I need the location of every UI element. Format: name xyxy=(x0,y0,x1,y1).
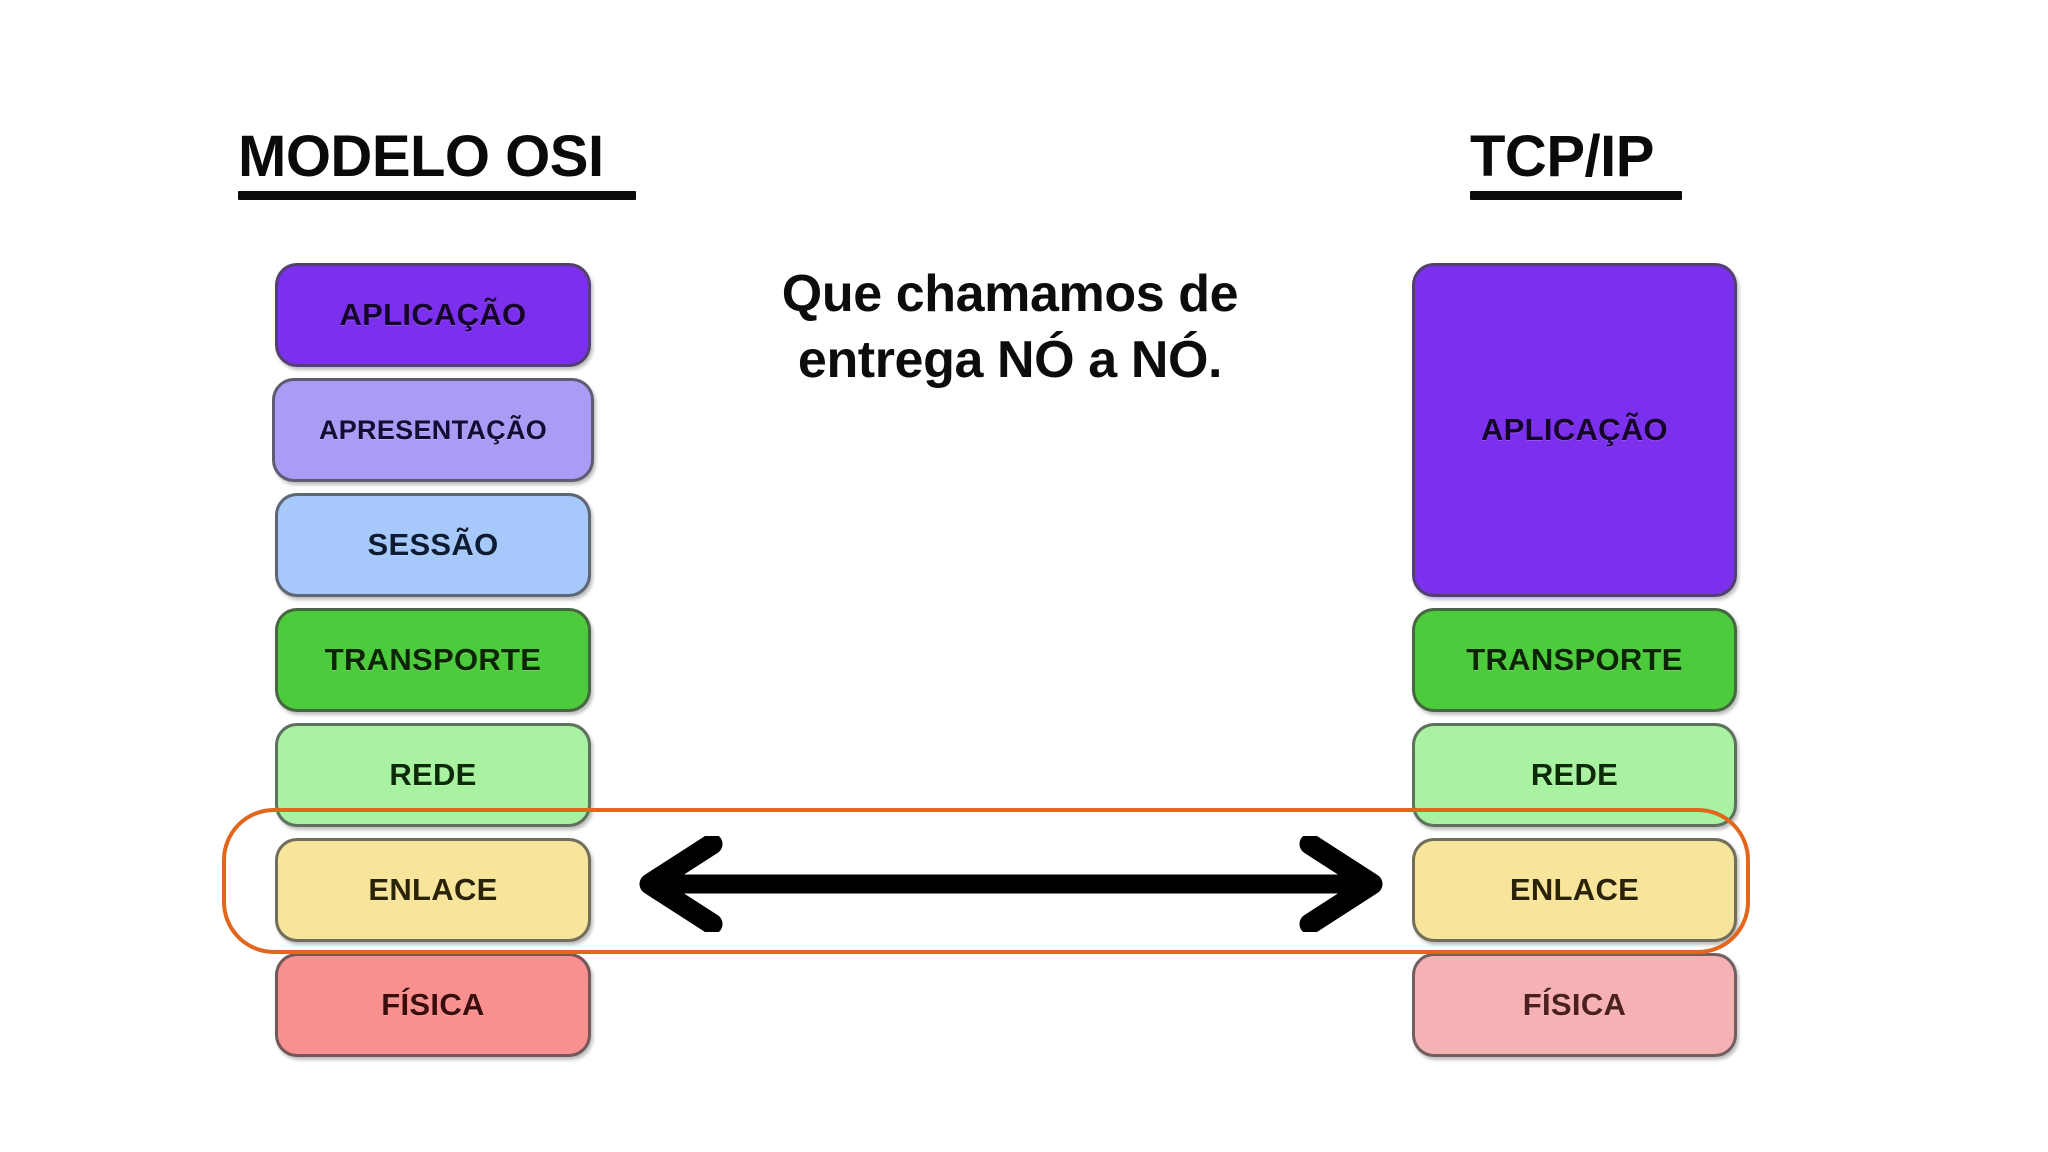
osi-layer-label: APRESENTAÇÃO xyxy=(318,414,548,445)
osi-layer-enlace[interactable]: ENLACE xyxy=(275,838,591,942)
tcpip-column-title: TCP/IP xyxy=(1470,128,1682,200)
osi-layer-aplicacao[interactable]: APLICAÇÃO xyxy=(275,263,591,367)
osi-column-title: MODELO OSI xyxy=(238,128,636,200)
tcpip-layer-aplicacao[interactable]: APLICAÇÃO xyxy=(1412,263,1737,597)
osi-layer-label: TRANSPORTE xyxy=(324,642,542,677)
osi-layer-fisica[interactable]: FÍSICA xyxy=(275,953,591,1057)
osi-layer-label: SESSÃO xyxy=(367,527,499,562)
osi-layer-label: ENLACE xyxy=(368,872,498,907)
osi-layer-label: REDE xyxy=(389,757,477,792)
tcpip-layer-label: TRANSPORTE xyxy=(1466,642,1683,677)
osi-layer-rede[interactable]: REDE xyxy=(275,723,591,827)
caption-line-2: entrega NÓ a NÓ. xyxy=(797,330,1223,389)
tcpip-layer-label: ENLACE xyxy=(1509,872,1640,907)
tcpip-title-underline xyxy=(1470,191,1682,200)
osi-layer-label: FÍSICA xyxy=(381,987,485,1022)
osi-title-underline xyxy=(238,191,636,200)
osi-layer-apresentacao[interactable]: APRESENTAÇÃO xyxy=(272,378,594,482)
tcpip-layer-enlace[interactable]: ENLACE xyxy=(1412,838,1737,942)
caption-text: Que chamamos de entrega NÓ a NÓ. xyxy=(700,262,1320,393)
tcpip-layer-rede[interactable]: REDE xyxy=(1412,723,1737,827)
tcpip-layer-fisica[interactable]: FÍSICA xyxy=(1412,953,1737,1057)
tcpip-layer-label: REDE xyxy=(1530,757,1619,792)
caption-line-1: Que chamamos de xyxy=(781,265,1239,323)
tcpip-column-title-text: TCP/IP xyxy=(1470,124,1654,189)
osi-layer-transporte[interactable]: TRANSPORTE xyxy=(275,608,591,712)
tcpip-layer-label: FÍSICA xyxy=(1522,987,1627,1022)
osi-column-title-text: MODELO OSI xyxy=(238,124,604,189)
double-headed-arrow-icon xyxy=(639,836,1383,932)
osi-layer-label: APLICAÇÃO xyxy=(339,297,527,332)
tcpip-layer-transporte[interactable]: TRANSPORTE xyxy=(1412,608,1737,712)
tcpip-layer-label: APLICAÇÃO xyxy=(1481,412,1668,447)
osi-layer-sessao[interactable]: SESSÃO xyxy=(275,493,591,597)
